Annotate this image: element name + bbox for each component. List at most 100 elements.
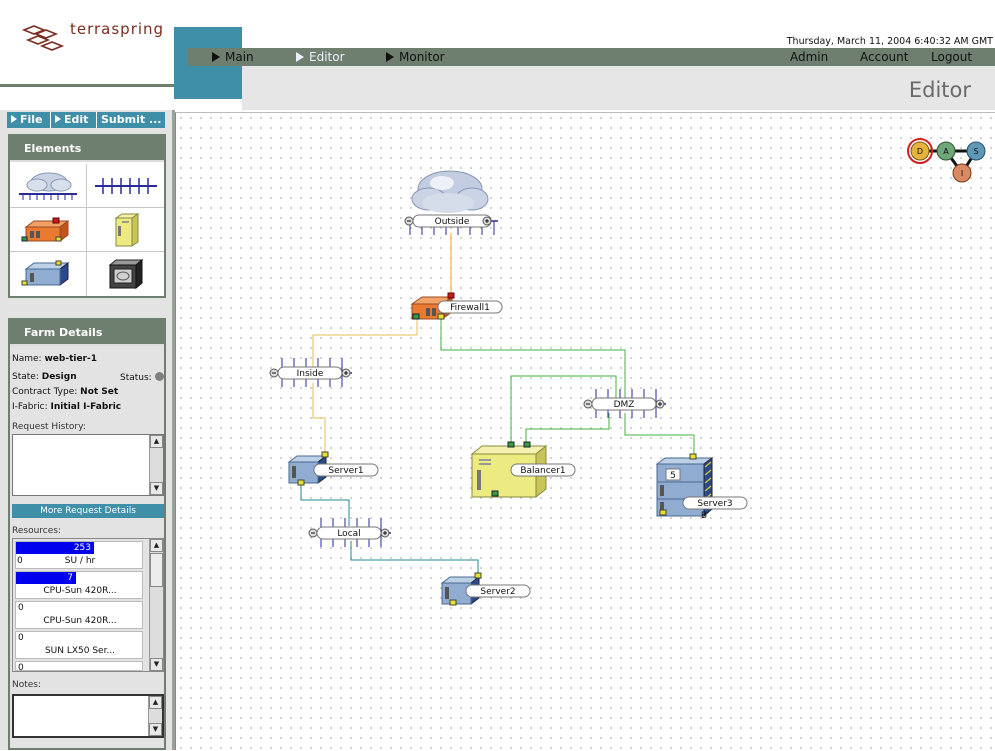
resource-item: 7 CPU-Sun 420R...: [15, 571, 143, 599]
server-icon: [21, 260, 70, 286]
node-label-box: [510, 463, 576, 477]
firewall-icon: [21, 217, 70, 242]
request-history-label: Request History:: [12, 422, 86, 432]
resources-scrollbar[interactable]: ▲ ▼: [149, 539, 163, 671]
element-internet-cloud[interactable]: [10, 164, 87, 208]
link-dmz-balancer-a[interactable]: [510, 375, 617, 443]
farm-ifabric-value: Initial I-Fabric: [50, 402, 122, 412]
edit-menu-button[interactable]: Edit: [51, 112, 97, 128]
link-dmz-server3[interactable]: [624, 413, 695, 456]
nav-monitor-label: Monitor: [399, 50, 445, 64]
nav-logout[interactable]: Logout: [931, 50, 973, 64]
node-label-box: [437, 300, 503, 314]
logo-text: terraspring: [70, 20, 165, 38]
scroll-down-icon[interactable]: ▼: [150, 658, 163, 671]
node-local-label: Local: [337, 529, 360, 539]
link-server1-local[interactable]: [300, 485, 350, 526]
farm-status-row: Status:: [120, 372, 164, 383]
link-firewall-inside[interactable]: [312, 318, 418, 373]
resource-bar: 253: [16, 542, 94, 554]
node-server2[interactable]: Server2: [440, 572, 531, 606]
farm-state-row: State: Design: [12, 372, 77, 382]
link-dmz-balancer-b[interactable]: [525, 413, 610, 443]
scroll-up-icon[interactable]: ▲: [150, 435, 163, 448]
element-storage[interactable]: [87, 252, 164, 296]
edit-menu-label: Edit: [64, 113, 89, 126]
play-icon: [11, 115, 17, 123]
storage-icon: [108, 258, 143, 290]
resource-item: 0 CPU-Sun 420R...: [15, 601, 143, 629]
mode-s-label: S: [973, 147, 978, 156]
nav-admin[interactable]: Admin: [790, 50, 829, 64]
element-firewall[interactable]: [10, 208, 87, 252]
resources-list[interactable]: 253 0 SU / hr 7 CPU-Sun 420R... 0 CPU-Su…: [12, 538, 164, 672]
submit-menu-button[interactable]: Submit ...: [97, 112, 165, 128]
nav-account[interactable]: Account: [860, 50, 909, 64]
resource-value: 0: [18, 633, 24, 643]
mode-s-icon[interactable]: [966, 141, 986, 161]
node-label-box: [465, 584, 531, 598]
file-menu-label: File: [20, 113, 43, 126]
node-server1[interactable]: Server1: [287, 451, 379, 486]
panel-divider: [172, 110, 175, 750]
mode-i-icon[interactable]: [952, 163, 972, 183]
farm-state-label: State:: [12, 372, 39, 382]
node-server3-label: Server3: [697, 499, 732, 509]
resources-label: Resources:: [12, 526, 61, 536]
node-firewall[interactable]: Firewall1: [410, 292, 503, 320]
node-dmz-label: DMZ: [614, 400, 635, 410]
resource-item: 0: [15, 661, 143, 671]
node-local[interactable]: Local: [308, 518, 391, 547]
farm-ifabric-label: I-Fabric:: [12, 402, 48, 412]
element-server[interactable]: [10, 252, 87, 296]
nav-editor[interactable]: Editor: [296, 48, 345, 66]
mode-indicator[interactable]: D A S I: [907, 138, 986, 183]
request-history-scrollbar[interactable]: ▲ ▼: [149, 435, 163, 495]
scroll-down-icon[interactable]: ▼: [149, 723, 162, 736]
farm-name-label: Name:: [12, 354, 42, 364]
notes-label: Notes:: [12, 680, 42, 690]
server3-tag-label: B: [701, 511, 707, 521]
scroll-up-icon[interactable]: ▲: [149, 696, 162, 709]
link-inside-server1[interactable]: [312, 383, 326, 455]
node-inside[interactable]: Inside: [269, 358, 352, 387]
editor-canvas[interactable]: Outside Firewall1: [175, 112, 995, 750]
resource-item: 253 0 SU / hr: [15, 541, 143, 569]
nav-main[interactable]: Main: [212, 48, 254, 66]
subnet-icon: [94, 177, 157, 194]
resource-value: 0: [18, 663, 24, 671]
farm-ifabric-row: I-Fabric: Initial I-Fabric: [12, 402, 121, 412]
node-balancer[interactable]: Balancer1: [470, 441, 576, 499]
request-history-list[interactable]: ▲ ▼: [12, 434, 164, 496]
farm-contract-label: Contract Type:: [12, 387, 78, 397]
element-subnet[interactable]: [87, 164, 164, 208]
element-load-balancer[interactable]: [87, 208, 164, 252]
node-server1-label: Server1: [328, 466, 363, 476]
scroll-down-icon[interactable]: ▼: [150, 482, 163, 495]
node-server3[interactable]: 5 Server3 B: [655, 453, 748, 521]
nav-editor-label: Editor: [309, 50, 345, 64]
resource-item: 0 SUN LX50 Ser...: [15, 631, 143, 659]
node-outside[interactable]: Outside: [404, 170, 498, 235]
link-firewall-dmz[interactable]: [440, 318, 626, 398]
farm-status-label: Status:: [120, 373, 152, 383]
notes-scrollbar[interactable]: ▲ ▼: [148, 696, 162, 736]
node-dmz[interactable]: DMZ: [583, 389, 666, 418]
farm-details-panel: Farm Details Name: web-tier-1 State: Des…: [8, 318, 166, 750]
mode-d-icon[interactable]: [910, 141, 930, 161]
scroll-up-icon[interactable]: ▲: [150, 539, 163, 552]
farm-contract-row: Contract Type: Not Set: [12, 387, 118, 397]
node-firewall-label: Firewall1: [450, 303, 490, 313]
more-request-details-button[interactable]: More Request Details: [12, 504, 164, 518]
file-menu-button[interactable]: File: [7, 112, 51, 128]
nav-monitor[interactable]: Monitor: [386, 48, 445, 66]
node-label-box: [682, 496, 748, 510]
cloud-icon: [411, 170, 489, 213]
mode-a-icon[interactable]: [936, 141, 956, 161]
link-local-server2[interactable]: [350, 541, 479, 575]
node-inside-label: Inside: [297, 369, 324, 379]
scroll-thumb[interactable]: [150, 553, 163, 587]
farm-name-row: Name: web-tier-1: [12, 354, 97, 364]
resource-label: SUN LX50 Ser...: [44, 646, 116, 656]
notes-field[interactable]: ▲ ▼: [12, 694, 164, 738]
